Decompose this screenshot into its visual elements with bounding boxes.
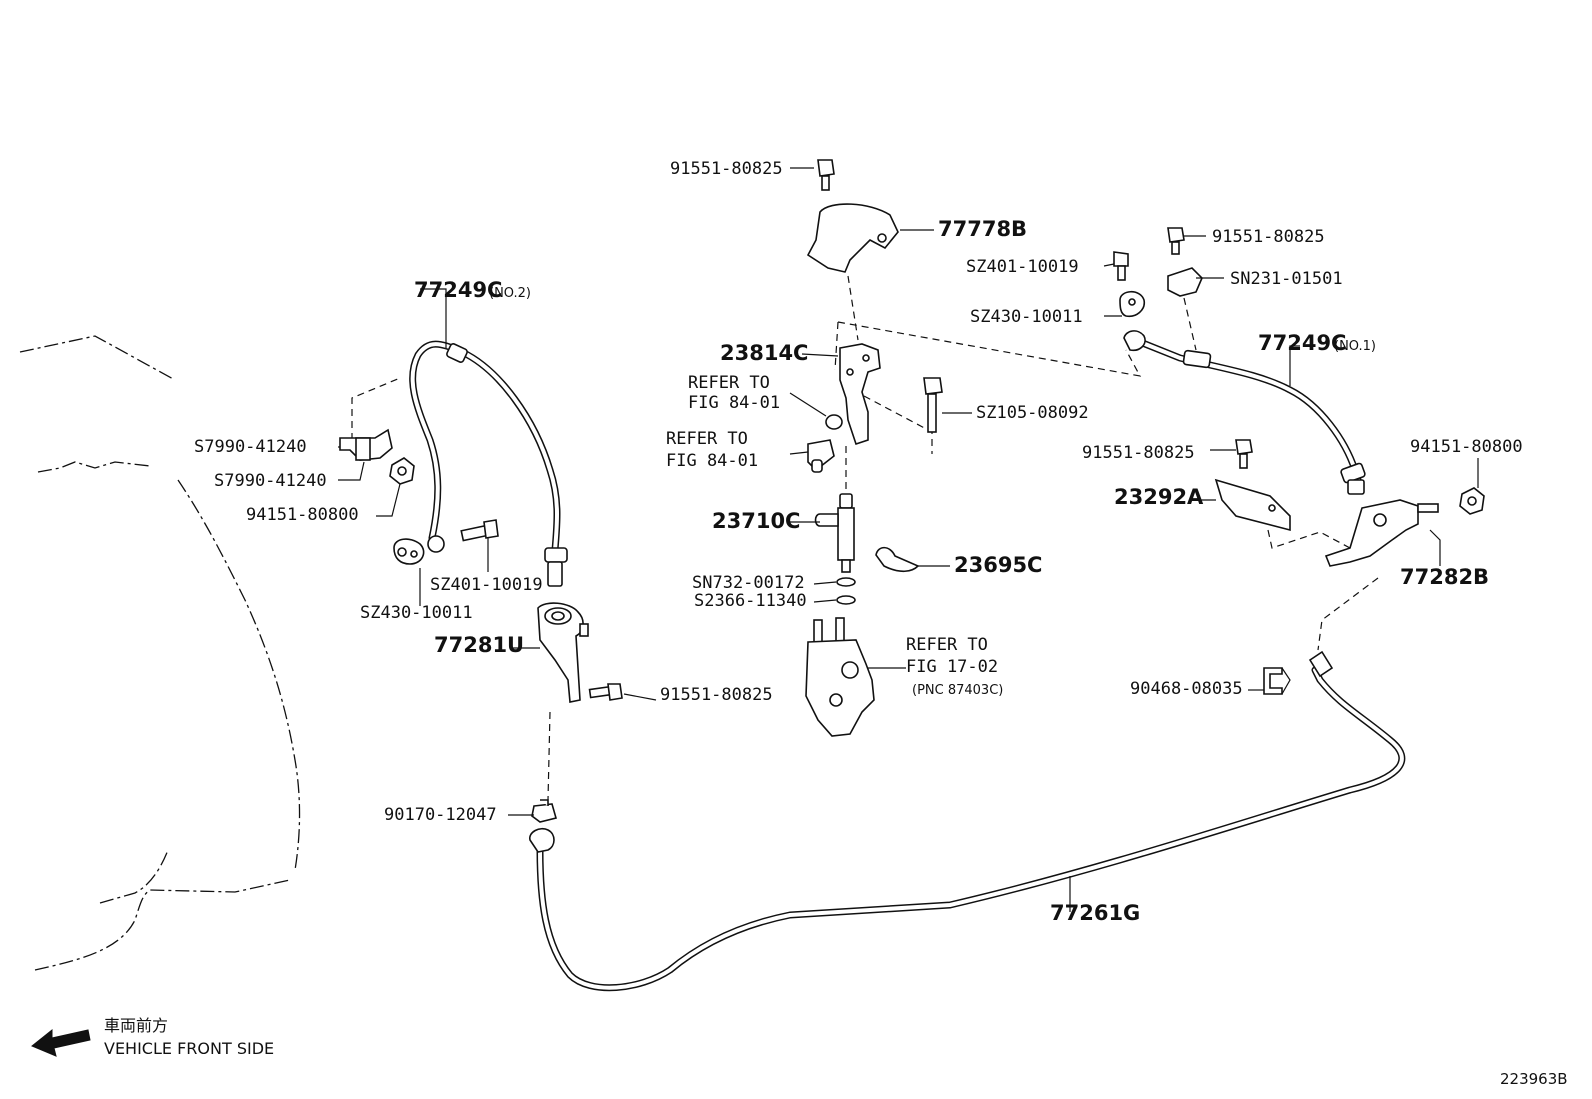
clip-23695c[interactable]	[875, 546, 920, 573]
label-plate-23292a: 23292A	[1114, 485, 1204, 509]
label-bolt-91551-top: 91551-80825	[670, 159, 783, 179]
label-hose-no2-tag: (NO.2)	[489, 286, 531, 301]
label-clamp-s7990-b: S7990-41240	[214, 471, 327, 491]
bolt-91551-right-top[interactable]	[1167, 227, 1185, 255]
label-ref-a-line2: FIG 84-01	[688, 393, 780, 413]
label-ref-c-line3: (PNC 87403C)	[912, 683, 1003, 698]
label-pipe-77261g: 77261G	[1050, 901, 1140, 925]
nut-90170[interactable]	[531, 799, 557, 823]
label-clamp-sn231: SN231-01501	[1230, 269, 1343, 289]
brake-hose-no1[interactable]	[1123, 330, 1366, 495]
bracket-77282b[interactable]	[1324, 499, 1439, 567]
label-nut-94151-left: 94151-80800	[246, 505, 359, 525]
label-o-ring-sn732: SN732-00172	[692, 573, 805, 593]
bolt-sz105[interactable]	[923, 377, 943, 433]
figure-id: 223963B	[1500, 1070, 1568, 1088]
brake-pipe-77261g[interactable]	[529, 650, 1406, 992]
vehicle-front-indicator: 車両前方 VEHICLE FRONT SIDE	[31, 1016, 274, 1058]
label-bolt-sz401-left: SZ401-10019	[430, 575, 543, 595]
label-o-ring-s2366: S2366-11340	[694, 591, 807, 611]
assembly-line-77281u	[547, 711, 551, 801]
nut-94151-right[interactable]	[1459, 487, 1485, 515]
bolt-91551-lower[interactable]	[588, 683, 623, 701]
bracket-sz430-left[interactable]	[393, 538, 425, 565]
label-orientation-en: VEHICLE FRONT SIDE	[104, 1039, 274, 1058]
label-bracket-sz430-right: SZ430-10011	[970, 307, 1083, 327]
label-bracket-sz430-left: SZ430-10011	[360, 603, 473, 623]
bracket-77281u[interactable]	[537, 602, 589, 703]
bracket-sz430-right[interactable]	[1119, 290, 1146, 318]
label-ref-b-line2: FIG 84-01	[666, 451, 758, 471]
assembly-line-sz105	[863, 395, 933, 454]
label-ref-c-line1: REFER TO	[906, 635, 988, 655]
o-ring-s2366[interactable]	[836, 595, 856, 605]
vehicle-body-outline	[19, 335, 301, 971]
label-clamp-s7990-a: S7990-41240	[194, 437, 307, 457]
label-bolt-91551-right-top: 91551-80825	[1212, 227, 1325, 247]
bolt-91551-top[interactable]	[817, 159, 835, 191]
assembly-line-77778b	[847, 275, 859, 341]
leader-lines	[338, 167, 1479, 912]
clamp-s7990[interactable]	[339, 428, 393, 461]
plate-23292a[interactable]	[1214, 478, 1291, 532]
label-nut-90170: 90170-12047	[384, 805, 497, 825]
assembly-line-left	[351, 377, 401, 440]
assembly-line-sn231	[1183, 297, 1197, 351]
label-ref-a-line1: REFER TO	[688, 373, 770, 393]
brake-hose-no2[interactable]	[409, 340, 568, 587]
bolt-91551-mid-right[interactable]	[1235, 439, 1253, 469]
label-bolt-sz401-right: SZ401-10019	[966, 257, 1079, 277]
label-part-23814c: 23814C	[720, 341, 808, 365]
master-cylinder-ref[interactable]	[805, 617, 875, 737]
label-bolt-sz105: SZ105-08092	[976, 403, 1089, 423]
label-orientation-jp: 車両前方	[104, 1016, 168, 1035]
label-clip-23695c: 23695C	[954, 553, 1042, 577]
label-bracket-77281u: 77281U	[434, 633, 524, 657]
o-ring-sn732[interactable]	[836, 577, 856, 587]
label-nut-94151-right: 94151-80800	[1410, 437, 1523, 457]
label-part-23710c: 23710C	[712, 509, 800, 533]
label-ref-b-line1: REFER TO	[666, 429, 748, 449]
bolt-sz401-left[interactable]	[460, 519, 499, 542]
assembly-line-77282b	[1317, 577, 1379, 651]
bracket-77778b[interactable]	[806, 203, 899, 273]
label-bracket-77282b: 77282B	[1400, 565, 1489, 589]
label-ref-c-line2: FIG 17-02	[906, 657, 998, 677]
label-hose-no2: 77249C	[414, 278, 502, 302]
assembly-line-23814c	[834, 321, 1142, 377]
label-bolt-91551-lower: 91551-80825	[660, 685, 773, 705]
label-hose-no1: 77249C	[1258, 331, 1346, 355]
part-23710c[interactable]	[814, 493, 855, 573]
grommet-ref-a[interactable]	[825, 414, 843, 430]
sensor-ref-b[interactable]	[807, 439, 835, 473]
label-hose-no1-tag: (NO.1)	[1334, 339, 1376, 354]
label-bolt-91551-mid-right: 91551-80825	[1082, 443, 1195, 463]
label-bracket-77778b: 77778B	[938, 217, 1027, 241]
clamp-sn231[interactable]	[1167, 267, 1203, 297]
part-23814c[interactable]	[839, 343, 881, 446]
clip-90468[interactable]	[1263, 667, 1291, 695]
arrow-left-icon	[31, 1028, 91, 1057]
nut-94151-left[interactable]	[389, 457, 415, 485]
assembly-line-23292a	[1267, 529, 1351, 549]
bolt-sz401-right[interactable]	[1113, 251, 1129, 281]
label-clip-90468: 90468-08035	[1130, 679, 1243, 699]
